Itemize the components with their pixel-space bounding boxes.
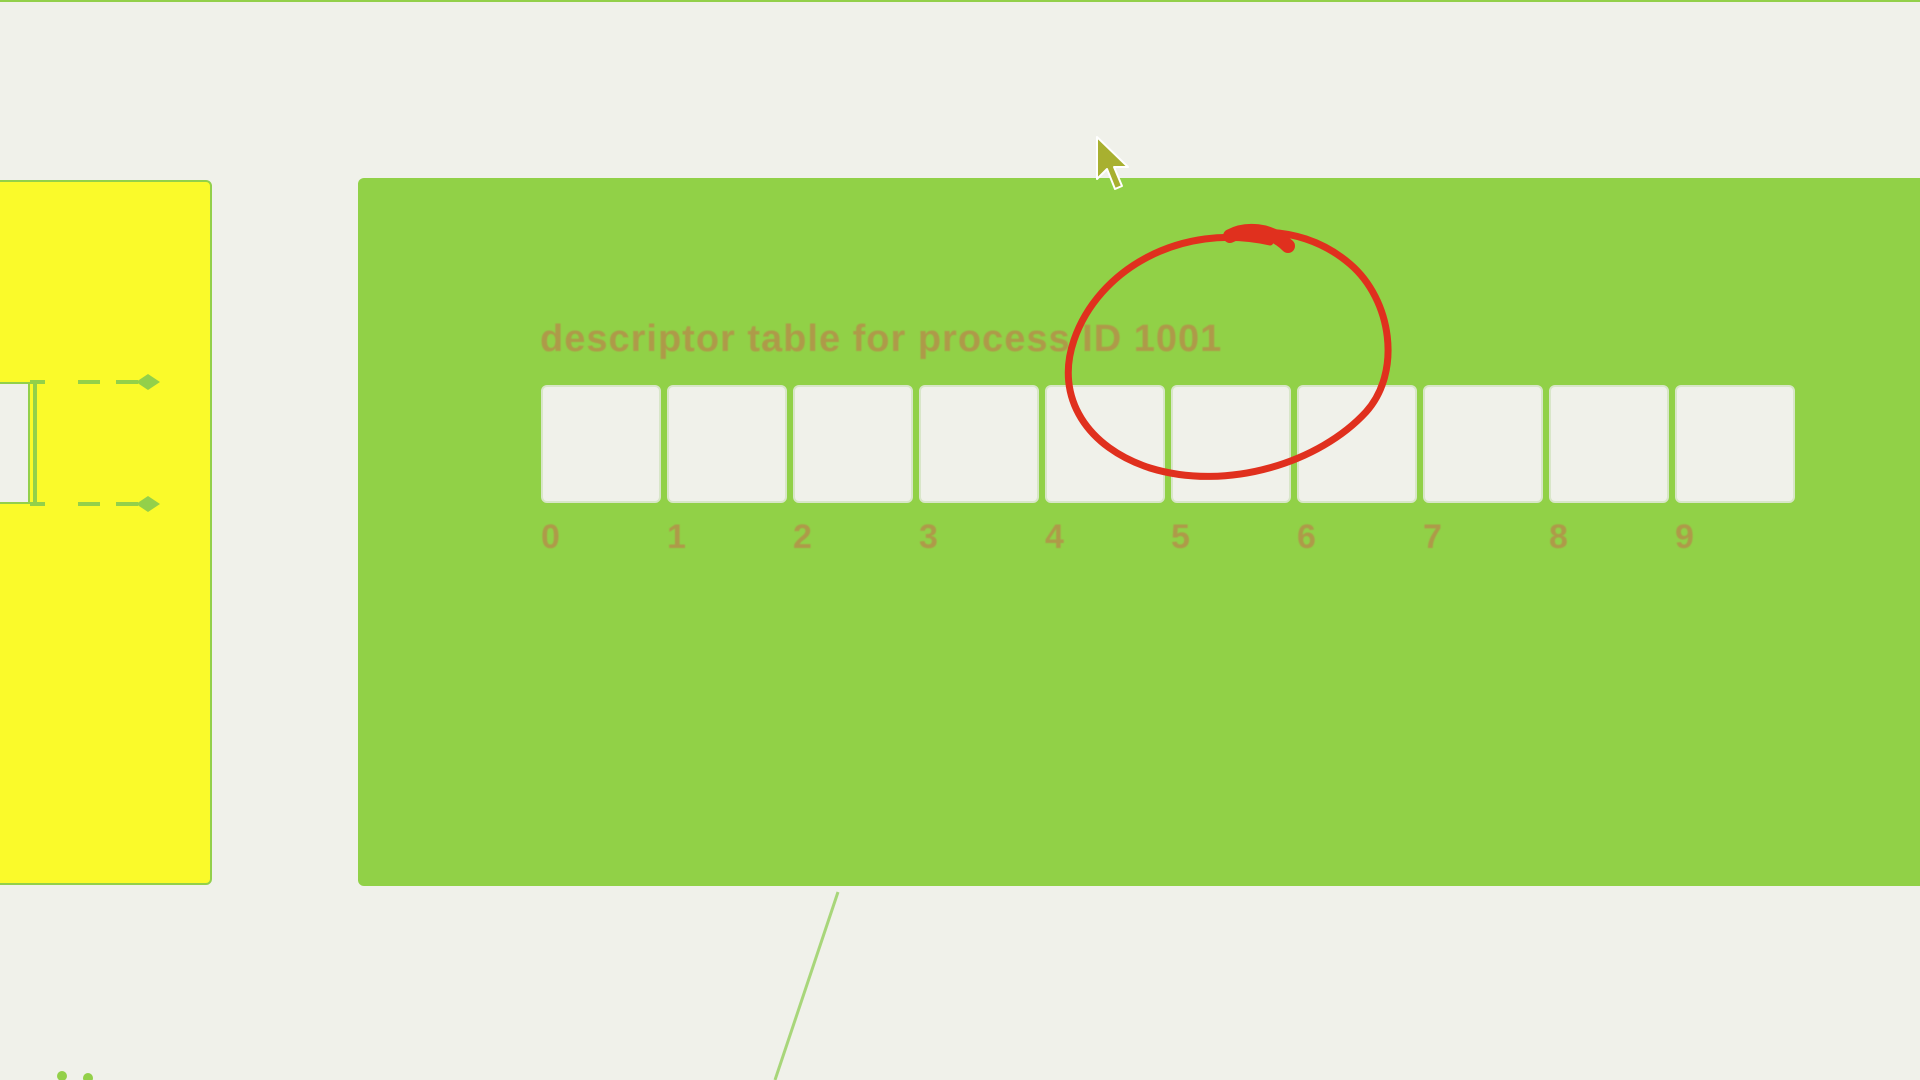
descriptor-slot xyxy=(1423,385,1543,503)
slot-index: 6 xyxy=(1297,518,1316,556)
bottom-left-fragment xyxy=(57,1071,93,1080)
descriptor-slot xyxy=(541,385,661,503)
descriptor-slot xyxy=(1171,385,1291,503)
slot-index: 4 xyxy=(1045,518,1064,556)
left-pointer-box xyxy=(0,382,30,504)
descriptor-table-caption: descriptor table for process ID 1001 xyxy=(540,318,1223,360)
descriptor-slot xyxy=(919,385,1039,503)
descriptor-slot xyxy=(1297,385,1417,503)
slot-index: 2 xyxy=(793,518,812,556)
descriptor-table-panel xyxy=(358,178,1920,886)
red-stroke-start xyxy=(1223,223,1295,253)
slot-index: 8 xyxy=(1549,518,1568,556)
top-border-line xyxy=(0,0,1920,2)
mouse-pointer-icon xyxy=(1096,136,1129,190)
yellow-process-panel xyxy=(0,180,212,885)
descriptor-slot xyxy=(1675,385,1795,503)
red-highlight-circle xyxy=(1064,228,1392,480)
slot-index: 9 xyxy=(1675,518,1694,556)
slot-index-labels: 0 1 2 3 4 5 6 7 8 9 xyxy=(541,518,1795,557)
slot-index: 1 xyxy=(667,518,686,556)
slot-index: 3 xyxy=(919,518,938,556)
descriptor-slots xyxy=(541,385,1795,503)
mouse-pointer xyxy=(1095,135,1135,202)
yellow-panel-arrows xyxy=(30,374,160,512)
descriptor-slot xyxy=(793,385,913,503)
slot-index: 7 xyxy=(1423,518,1442,556)
descriptor-slot xyxy=(1549,385,1669,503)
slot-index: 0 xyxy=(541,518,560,556)
descriptor-slot xyxy=(667,385,787,503)
slot-index: 5 xyxy=(1171,518,1190,556)
